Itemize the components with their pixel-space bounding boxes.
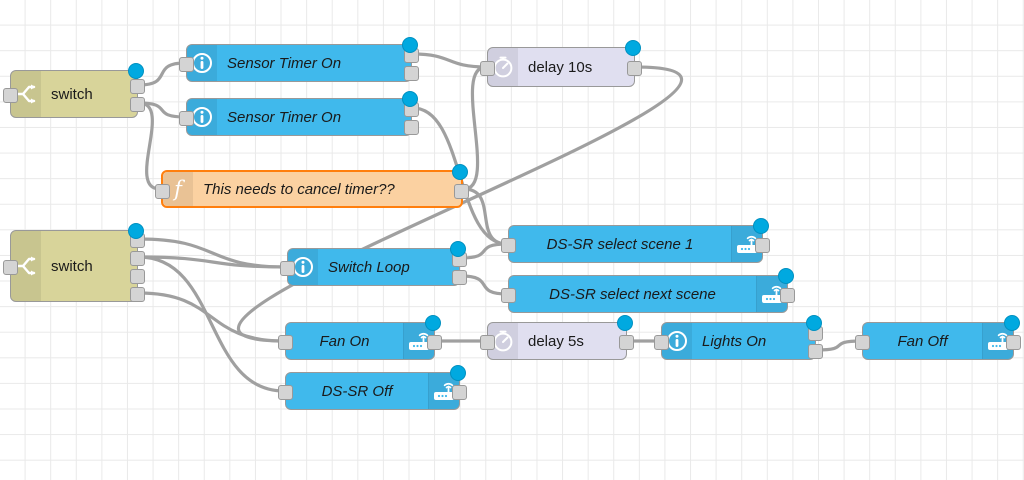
node-lights-on[interactable]: Lights On [654, 315, 823, 360]
node-label: DS-SR select scene 1 [546, 235, 694, 253]
node-label: DS-SR Off [321, 382, 393, 400]
node-output-port[interactable] [619, 335, 634, 350]
node-input-port[interactable] [501, 288, 516, 303]
wire-w7[interactable] [462, 187, 509, 246]
node-label: Sensor Timer On [227, 108, 342, 126]
node-body: switch [11, 231, 137, 301]
node-input-port[interactable] [480, 61, 495, 76]
node-label: Lights On [702, 332, 767, 350]
node-body: Fan On [286, 323, 434, 359]
node-input-port[interactable] [278, 385, 293, 400]
node-status-dot[interactable] [617, 315, 633, 331]
node-output-port[interactable] [454, 184, 469, 199]
node-body: Sensor Timer On [187, 45, 411, 81]
node-label: switch [51, 85, 93, 103]
wire-w9[interactable] [137, 237, 288, 269]
node-body: Switch Loop [288, 249, 459, 285]
node-body: DS-SR select next scene [509, 276, 787, 312]
node-status-dot[interactable] [1004, 315, 1020, 331]
node-status-dot[interactable] [753, 218, 769, 234]
node-switch-1[interactable]: switch [3, 63, 145, 118]
node-sensor-timer-on-1[interactable]: Sensor Timer On [179, 37, 419, 82]
node-switch-2[interactable]: switch [3, 223, 145, 302]
node-status-dot[interactable] [450, 241, 466, 257]
node-body: f This needs to cancel timer?? [163, 172, 461, 206]
node-body: Sensor Timer On [187, 99, 411, 135]
node-output-port[interactable] [427, 335, 442, 350]
node-input-port[interactable] [179, 57, 194, 72]
node-status-dot[interactable] [452, 164, 468, 180]
node-output-port[interactable] [755, 238, 770, 253]
node-label: Fan Off [897, 332, 948, 350]
svg-text:f: f [172, 177, 185, 201]
node-input-port[interactable] [654, 335, 669, 350]
node-output-port[interactable] [452, 270, 467, 285]
node-fan-off[interactable]: Fan Off [855, 315, 1021, 360]
node-body: Fan Off [863, 323, 1013, 359]
node-status-dot[interactable] [778, 268, 794, 284]
node-ds-sr-select-next-scene[interactable]: DS-SR select next scene [501, 268, 795, 313]
wire-w10[interactable] [137, 255, 288, 269]
node-output-port[interactable] [130, 269, 145, 284]
node-body: delay 5s [488, 323, 626, 359]
node-body: DS-SR Off [286, 373, 459, 409]
node-status-dot[interactable] [425, 315, 441, 331]
node-output-port[interactable] [404, 66, 419, 81]
node-status-dot[interactable] [402, 37, 418, 53]
node-input-port[interactable] [3, 260, 18, 275]
node-output-port[interactable] [780, 288, 795, 303]
wire-w4[interactable] [411, 52, 488, 69]
node-input-port[interactable] [480, 335, 495, 350]
node-output-port[interactable] [452, 385, 467, 400]
node-output-port[interactable] [130, 251, 145, 266]
node-output-port[interactable] [130, 97, 145, 112]
node-input-port[interactable] [155, 184, 170, 199]
node-body: DS-SR select scene 1 [509, 226, 762, 262]
node-input-port[interactable] [278, 335, 293, 350]
node-output-port[interactable] [1006, 335, 1021, 350]
node-body: delay 10s [488, 48, 634, 86]
node-ds-sr-off[interactable]: DS-SR Off [278, 365, 467, 410]
node-status-dot[interactable] [128, 63, 144, 79]
wire-w12[interactable] [137, 291, 286, 343]
node-label: Fan On [319, 332, 370, 350]
node-input-port[interactable] [501, 238, 516, 253]
node-delay-5s[interactable]: delay 5s [480, 315, 634, 360]
node-label: Sensor Timer On [227, 54, 342, 72]
wire-w3[interactable] [137, 101, 162, 191]
node-output-port[interactable] [404, 120, 419, 135]
node-output-port[interactable] [627, 61, 642, 76]
node-body: switch [11, 71, 137, 117]
node-status-dot[interactable] [128, 223, 144, 239]
node-output-port[interactable] [808, 344, 823, 359]
node-fan-on[interactable]: Fan On [278, 315, 442, 360]
node-output-port[interactable] [130, 287, 145, 302]
node-label: delay 10s [528, 58, 593, 76]
node-input-port[interactable] [179, 111, 194, 126]
node-input-port[interactable] [3, 88, 18, 103]
node-status-dot[interactable] [402, 91, 418, 107]
node-cancel-timer-function[interactable]: f This needs to cancel timer?? [155, 164, 469, 208]
node-label: DS-SR select next scene [549, 285, 716, 303]
node-status-dot[interactable] [450, 365, 466, 381]
node-label: delay 5s [528, 332, 584, 350]
node-switch-loop[interactable]: Switch Loop [280, 241, 467, 286]
node-label: switch [51, 257, 93, 275]
node-sensor-timer-on-2[interactable]: Sensor Timer On [179, 91, 419, 136]
node-status-dot[interactable] [806, 315, 822, 331]
node-input-port[interactable] [855, 335, 870, 350]
node-body: Lights On [662, 323, 815, 359]
node-ds-sr-select-scene-1[interactable]: DS-SR select scene 1 [501, 218, 770, 263]
node-label: Switch Loop [328, 258, 410, 276]
node-label: This needs to cancel timer?? [203, 180, 395, 198]
node-output-port[interactable] [130, 79, 145, 94]
node-status-dot[interactable] [625, 40, 641, 56]
node-delay-10s[interactable]: delay 10s [480, 40, 642, 87]
wire-w11[interactable] [137, 255, 286, 393]
node-input-port[interactable] [280, 261, 295, 276]
